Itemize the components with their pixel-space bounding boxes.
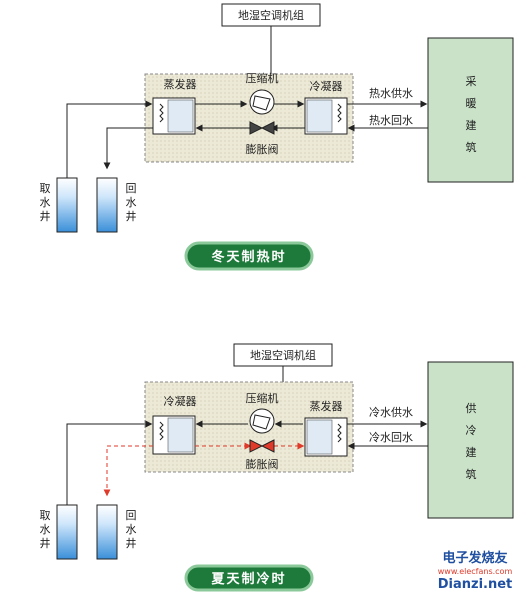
svg-text:筑: 筑 [466, 467, 477, 481]
bottom-supply-label: 冷水供水 [369, 405, 413, 419]
bottom-valve-label: 膨胀阀 [246, 457, 279, 471]
svg-text:电子发烧友: 电子发烧友 [442, 550, 507, 566]
svg-text:Dianzi.net: Dianzi.net [438, 577, 513, 592]
top-right-exchanger-label: 冷凝器 [310, 79, 343, 93]
bottom-unit-label: 地湿空调机组 [250, 348, 316, 362]
svg-text:冷: 冷 [466, 424, 477, 437]
watermark: 电子发烧友 www.elecfans.com Dianzi.net [438, 550, 513, 592]
svg-text:回: 回 [126, 182, 137, 195]
svg-text:水: 水 [126, 523, 137, 536]
top-unit-label: 地湿空调机组 [238, 8, 304, 22]
bottom-mode-label: 夏天制冷时 [210, 571, 286, 587]
bottom-right-coil-icon [337, 423, 342, 443]
top-supply-label: 热水供水 [369, 86, 413, 100]
top-return-label: 热水回水 [369, 114, 413, 127]
svg-text:建: 建 [466, 445, 477, 459]
bottom-building [427, 361, 514, 519]
top-valve-label: 膨胀阀 [246, 142, 279, 156]
top-mode-badge [184, 241, 314, 271]
top-take-well [56, 177, 78, 233]
svg-text:回: 回 [126, 509, 137, 522]
svg-text:井: 井 [40, 536, 51, 550]
bottom-mode-badge [184, 564, 314, 592]
svg-text:www.elecfans.com: www.elecfans.com [438, 567, 513, 576]
svg-text:水: 水 [126, 196, 137, 209]
top-return-well [96, 177, 118, 233]
svg-text:井: 井 [126, 209, 137, 223]
svg-text:筑: 筑 [466, 140, 477, 154]
top-compressor-label: 压缩机 [246, 71, 279, 85]
top-left-coil-icon [159, 103, 164, 123]
svg-text:水: 水 [40, 523, 51, 536]
bottom-right-exchanger-label: 蒸发器 [310, 399, 343, 413]
bottom-compressor-label: 压缩机 [246, 391, 279, 405]
bottom-valve-icon [249, 439, 275, 453]
bottom-return-well [96, 504, 118, 560]
top-left-exchanger-label: 蒸发器 [164, 77, 197, 91]
top-building [427, 37, 514, 183]
svg-text:井: 井 [126, 536, 137, 550]
bottom-diagram: 地湿空调机组 冷凝器 压缩机 蒸发器 膨胀阀 供 冷 建 筑 冷水供水 冷水 [40, 343, 514, 592]
svg-text:采: 采 [466, 75, 477, 88]
top-right-coil-icon [337, 103, 342, 123]
top-valve-icon [249, 121, 275, 135]
bottom-return-label: 冷水回水 [369, 431, 413, 444]
svg-text:供: 供 [466, 401, 477, 415]
top-mode-label: 冬天制热时 [211, 249, 286, 265]
bottom-left-exchanger-label: 冷凝器 [164, 394, 197, 408]
svg-text:取: 取 [40, 182, 51, 195]
svg-text:建: 建 [466, 118, 477, 132]
bottom-left-coil-icon [159, 421, 164, 441]
svg-text:暖: 暖 [466, 97, 477, 110]
svg-text:井: 井 [40, 209, 51, 223]
top-diagram: 地湿空调机组 蒸发器 压缩机 冷凝器 膨胀阀 采 暖 建 筑 [40, 3, 514, 271]
svg-text:水: 水 [40, 196, 51, 209]
svg-text:取: 取 [40, 509, 51, 522]
bottom-take-well [56, 504, 78, 560]
